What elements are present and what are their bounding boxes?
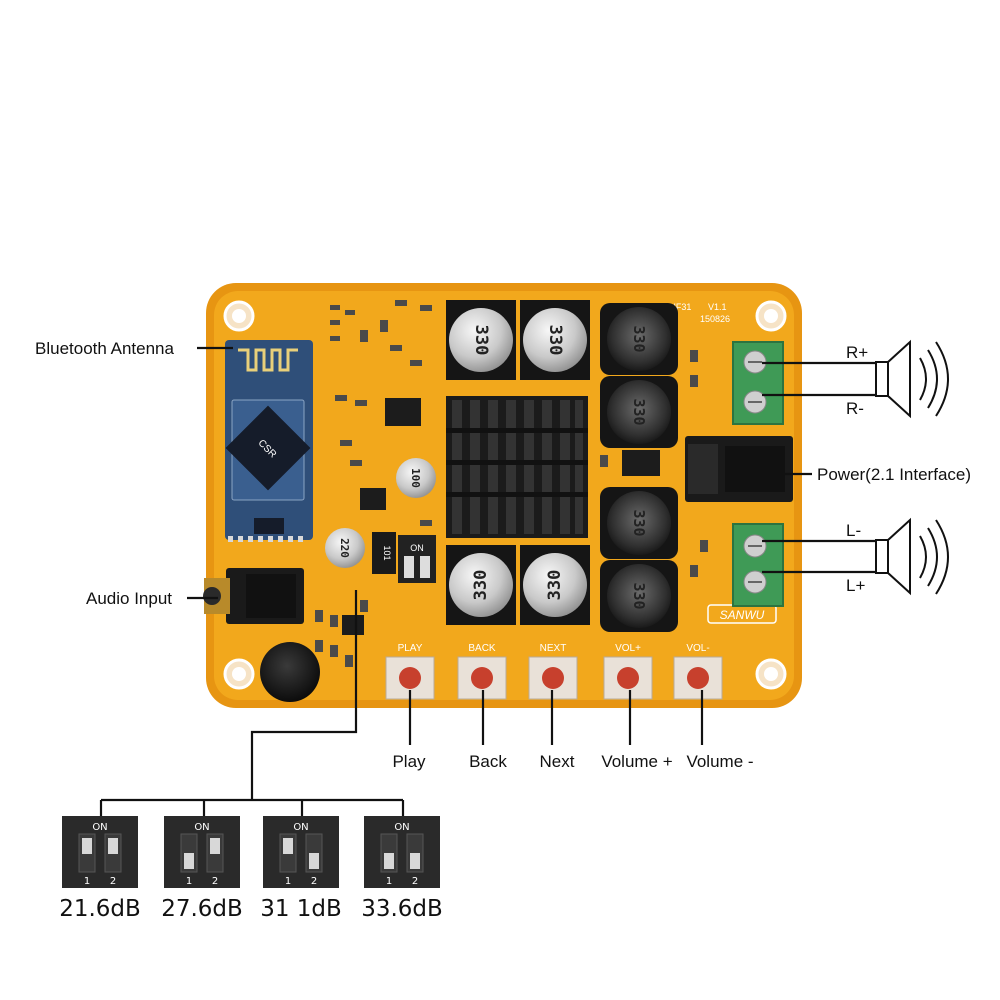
onboard-dip-on: ON [410,543,424,553]
dip-number: 2 [110,876,116,887]
gain-label: 31 1dB [260,896,342,922]
inductor: 330 [600,487,678,559]
inductors: 330 330 330 330 [600,303,678,632]
smd-components [315,300,708,667]
gain-setting-27-6: ON 1 2 27.6dB [161,816,243,922]
label-power: Power(2.1 Interface) [817,465,971,484]
resistor-marking: 101 [382,545,392,560]
pcb-board: SW-HF31 V1.1 150826 CSR [203,283,802,708]
cap-value: 330 [545,325,565,356]
microphone [260,642,320,702]
bt-chip [225,405,311,491]
dip-on-label: ON [394,822,409,833]
dip-number: 1 [386,876,392,887]
label-bluetooth-antenna: Bluetooth Antenna [35,339,175,358]
dip-on-label: ON [92,822,107,833]
dip-number: 2 [412,876,418,887]
silk-vol-down: VOL- [686,643,709,654]
button-silkscreen-labels: PLAY BACK NEXT VOL+ VOL- [398,643,710,654]
small-ic [360,488,386,510]
gain-label: 27.6dB [161,896,243,922]
inductor: 330 [600,303,678,375]
capacitor-lower-right: 330 [520,545,590,625]
silk-next: NEXT [540,643,567,654]
dip-on-label: ON [293,822,308,833]
capacitor-220uf: 220 [325,528,365,568]
svg-text:100: 100 [409,468,422,488]
svg-text:330: 330 [471,570,491,601]
gain-label: 21.6dB [59,896,141,922]
small-ic [622,450,660,476]
inductor-marking: 330 [630,582,648,609]
inductor-marking: 330 [630,509,648,536]
dip-switch-box [364,816,440,888]
label-next: Next [540,752,575,771]
antenna-trace-icon [238,348,298,372]
terminal-block-right[interactable] [732,341,784,425]
small-ic [342,615,364,635]
board-version-text: V1.1 [708,302,727,312]
terminal-block-left[interactable] [732,523,784,607]
dc-power-jack[interactable] [685,436,793,502]
cap-value: 330 [545,570,565,601]
board-date-text: 150826 [700,314,730,324]
svg-text:220: 220 [338,538,351,558]
cap-value: 220 [338,538,351,558]
dip-switch-box [263,816,339,888]
dip-number: 1 [285,876,291,887]
inductor: 330 [600,560,678,632]
label-volume-up: Volume + [601,752,672,771]
label-l-minus: L- [846,521,861,540]
capacitor-lower-left: 330 [446,545,516,625]
label-back: Back [469,752,507,771]
speaker-left-icon [875,517,949,596]
label-volume-down: Volume - [686,752,753,771]
audio-input-jack[interactable] [203,568,304,624]
button-volume-up[interactable] [603,656,653,700]
gain-label: 33.6dB [361,896,443,922]
mounting-holes [223,300,787,690]
label-play: Play [392,752,426,771]
inductor-marking: 330 [630,398,648,425]
label-audio-input: Audio Input [86,589,172,608]
speaker-right-icon [875,339,949,419]
small-ic [385,398,421,426]
capacitor-c31: 330 [520,300,590,380]
dip-switch-box [164,816,240,888]
svg-text:330: 330 [545,570,565,601]
gain-setting-21-6: ON 1 2 21.6dB [59,816,141,922]
onboard-dip-switch: ON [398,535,436,583]
svg-text:SANWU: SANWU [720,608,765,622]
label-r-plus: R+ [846,343,868,362]
label-l-plus: L+ [846,576,865,595]
gain-setting-31-1: ON 1 2 31 1dB [260,816,342,922]
capacitor-c25: 330 [446,300,516,380]
svg-text:330: 330 [545,325,565,356]
silk-back: BACK [468,643,496,654]
label-r-minus: R- [846,399,864,418]
dip-number: 2 [311,876,317,887]
button-volume-down[interactable] [673,656,723,700]
dip-number: 1 [186,876,192,887]
dip-number: 1 [84,876,90,887]
dip-on-label: ON [194,822,209,833]
dip-switch-box [62,816,138,888]
inductor: 330 [600,376,678,448]
cap-value: 330 [471,570,491,601]
dip-number: 2 [212,876,218,887]
svg-text:330: 330 [471,325,491,356]
heatsink [446,396,588,538]
capacitor-100uf: 100 [396,458,436,498]
callout-lines [99,346,876,816]
cap-value: 100 [409,468,422,488]
silk-vol-up: VOL+ [615,643,641,654]
cap-value: 330 [471,325,491,356]
bluetooth-module: CSR [225,340,313,542]
gain-setting-33-6: ON 1 2 33.6dB [361,816,443,922]
inductor-marking: 330 [630,325,648,352]
silk-play: PLAY [398,643,423,654]
resistor-block: 101 [372,532,396,574]
